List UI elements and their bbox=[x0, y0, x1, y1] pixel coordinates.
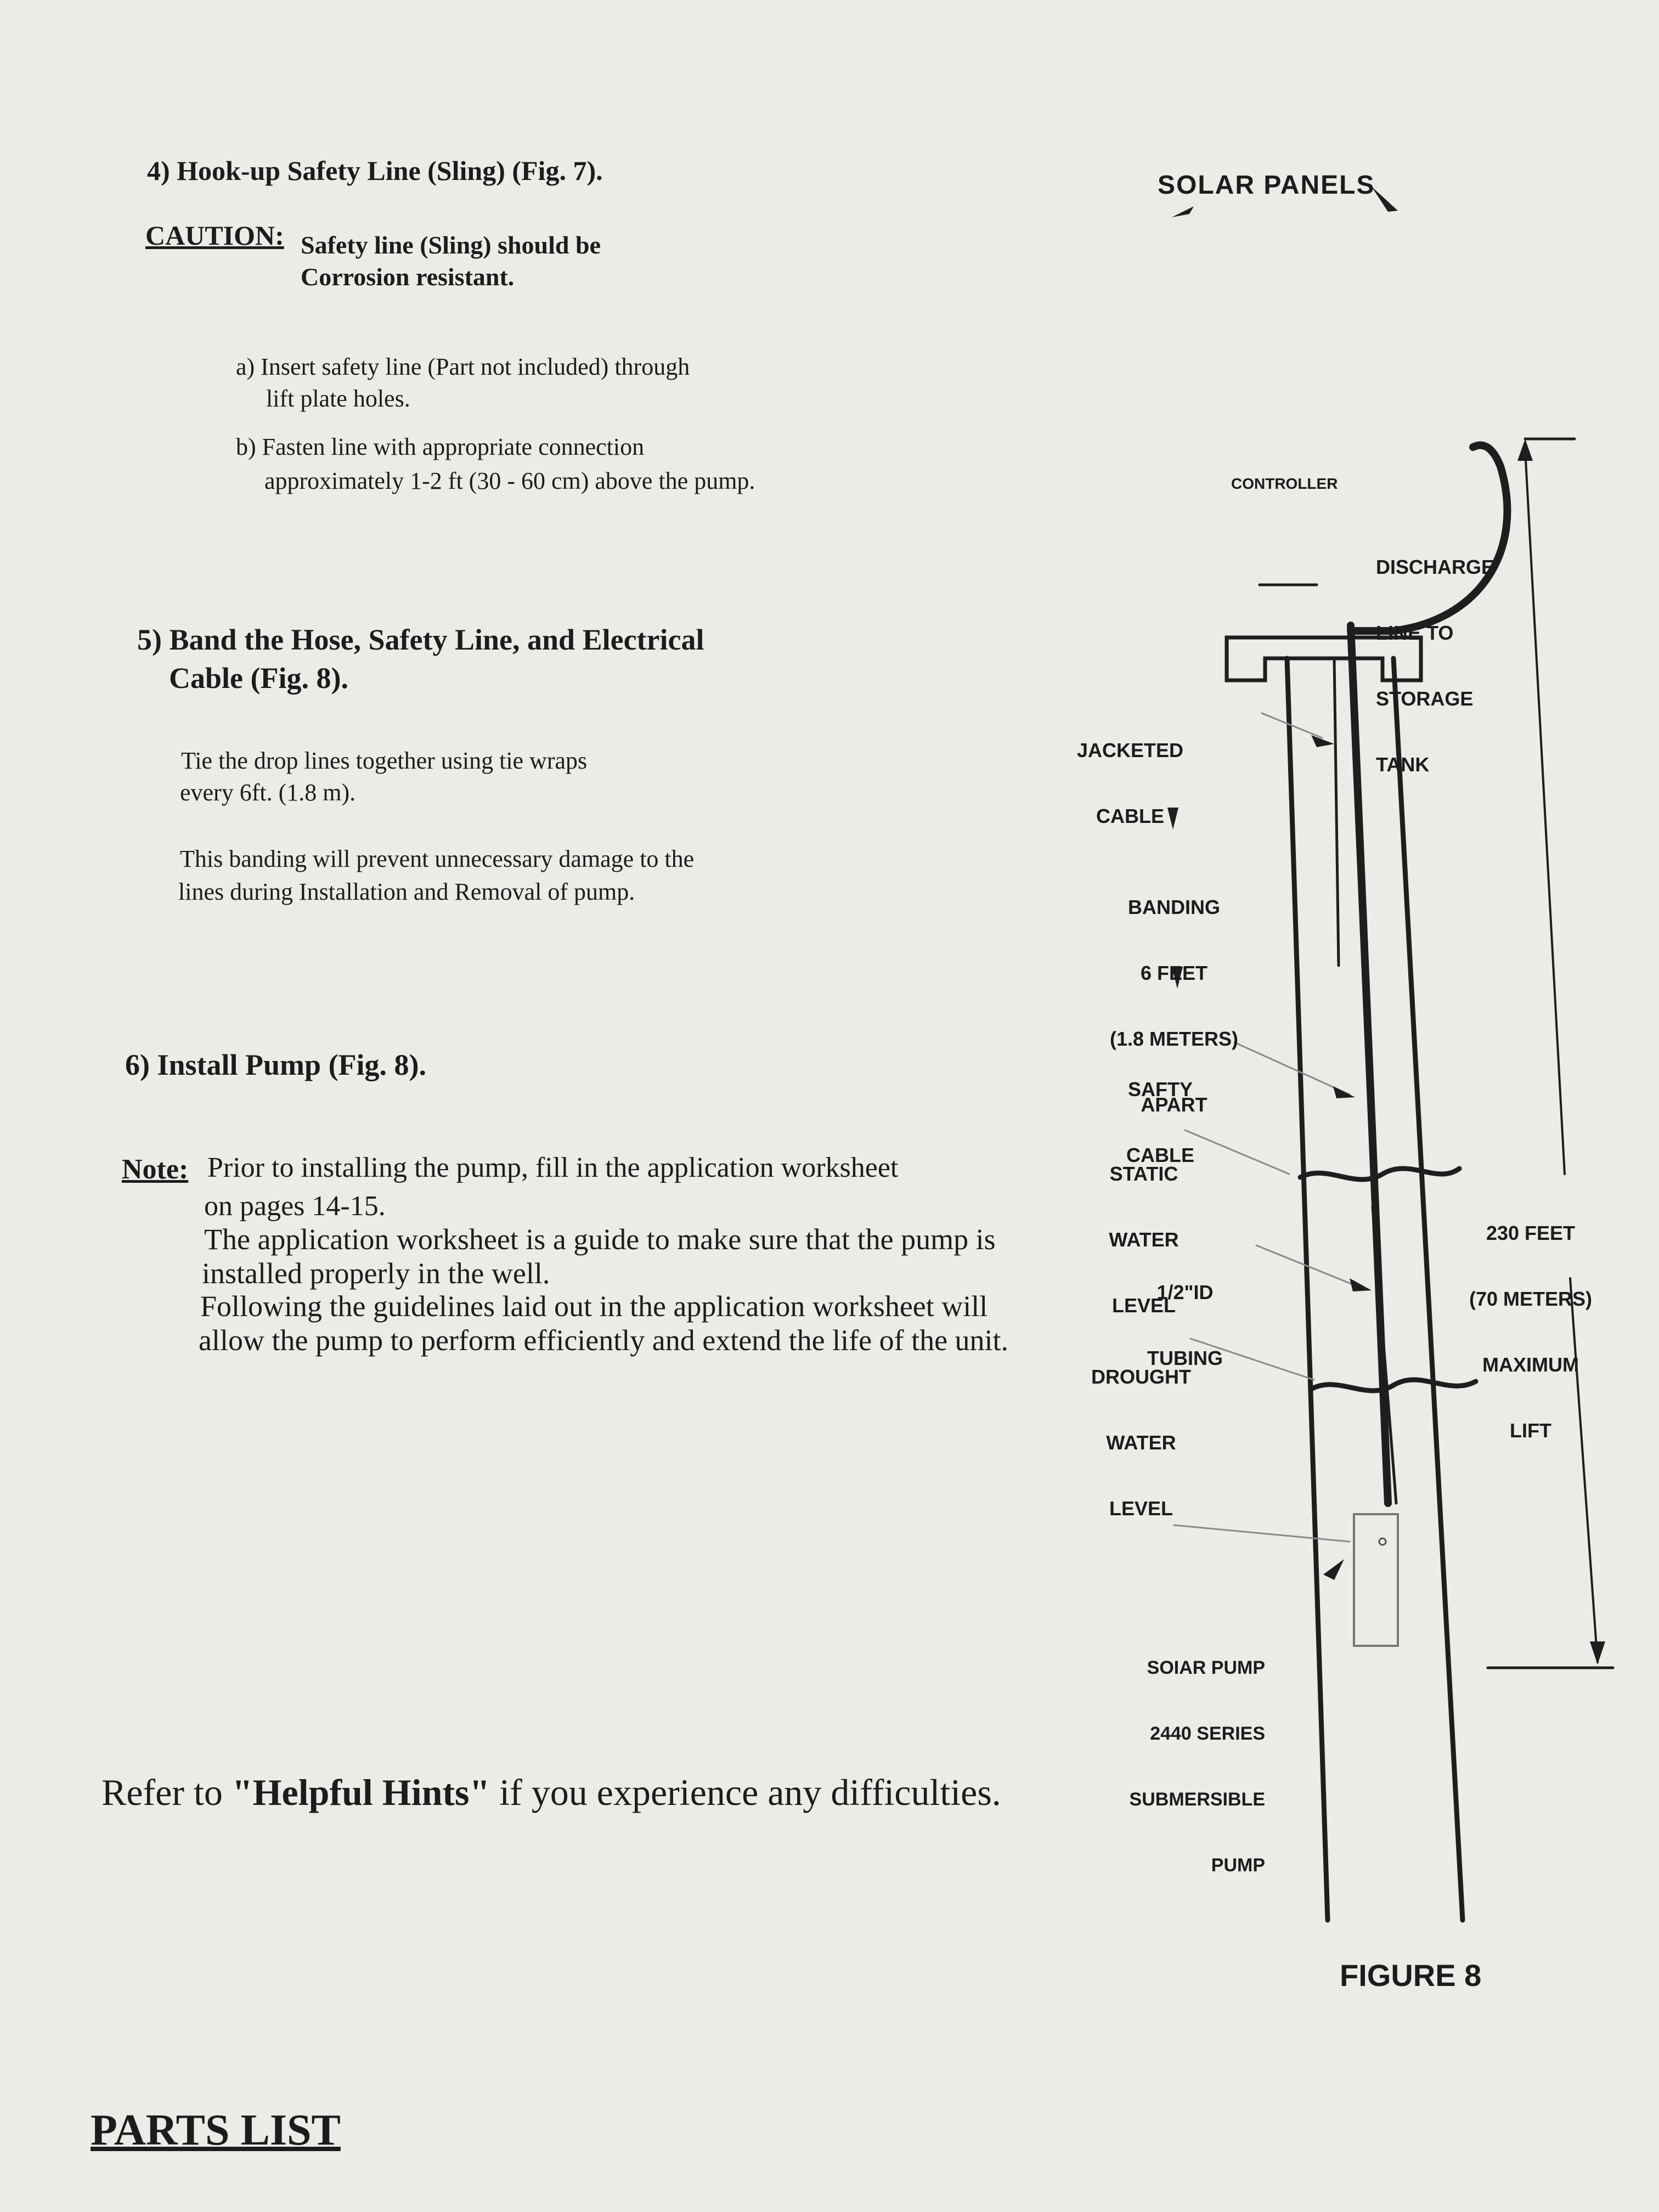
hint-bold: "Helpful Hints" bbox=[232, 1771, 490, 1813]
static-water-level-line bbox=[1297, 1166, 1462, 1182]
jacketed-cable-label: JACKETED CABLE bbox=[1075, 696, 1185, 871]
max-lift-label: 230 FEET (70 METERS) MAXIMUM LIFT bbox=[1459, 1178, 1602, 1486]
pump-label-line2: 2440 SERIES bbox=[1150, 1723, 1265, 1744]
note-label: Note: bbox=[122, 1154, 189, 1185]
drought-water-line3: LEVEL bbox=[1109, 1497, 1173, 1520]
pump-label-line1: SOIAR PUMP bbox=[1147, 1657, 1265, 1678]
drop-pipe bbox=[1347, 622, 1392, 1507]
jacketed-cable-line bbox=[1333, 657, 1340, 967]
controller-label: CONTROLLER bbox=[1231, 475, 1338, 492]
step6-heading: 6) Install Pump (Fig. 8). bbox=[125, 1048, 427, 1081]
note-line5: Following the guidelines laid out in the… bbox=[200, 1290, 988, 1323]
caution-line2: Corrosion resistant. bbox=[301, 263, 515, 291]
note-line6: allow the pump to perform efficiently an… bbox=[199, 1324, 1009, 1357]
banding-arrow-up bbox=[1167, 808, 1178, 830]
pump-label: SOIAR PUMP 2440 SERIES SUBMERSIBLE PUMP bbox=[1079, 1613, 1265, 1920]
pump-dot bbox=[1378, 1537, 1387, 1546]
tubing-line2: TUBING bbox=[1147, 1347, 1223, 1369]
tubing-label: 1/2"ID TUBING bbox=[1130, 1238, 1240, 1413]
pump-label-line3: SUBMERSIBLE bbox=[1129, 1789, 1265, 1810]
step5-p2-line2: lines during Installation and Removal of… bbox=[178, 878, 635, 905]
pump-arrow bbox=[1323, 1559, 1344, 1580]
drought-water-level-line bbox=[1308, 1377, 1479, 1393]
safty-cable-label: SAFTY CABLE bbox=[1108, 1035, 1212, 1210]
step4a-line2: lift plate holes. bbox=[266, 385, 410, 412]
drought-water-line2: WATER bbox=[1106, 1431, 1176, 1454]
helpful-hints-line: Refer to "Helpful Hints" if you experien… bbox=[101, 1771, 1001, 1814]
note-line4: installed properly in the well. bbox=[202, 1257, 550, 1290]
caution-label: CAUTION: bbox=[145, 220, 284, 251]
banding-arrow-down bbox=[1172, 967, 1183, 989]
solar-panels-label: SOLAR PANELS bbox=[1158, 171, 1375, 200]
step5-heading-line2: Cable (Fig. 8). bbox=[169, 662, 348, 695]
well-casing-left bbox=[1284, 656, 1330, 1923]
discharge-label-line3: STORAGE bbox=[1376, 687, 1474, 710]
static-water-label: STATIC WATER LEVEL bbox=[1092, 1119, 1196, 1361]
tubing-line1: 1/2"ID bbox=[1156, 1281, 1214, 1304]
hint-prefix: Refer to bbox=[101, 1771, 232, 1813]
note-line2: on pages 14-15. bbox=[204, 1190, 386, 1222]
max-lift-line4: LIFT bbox=[1510, 1419, 1551, 1442]
lift-dimension-lower bbox=[1569, 1277, 1599, 1663]
jacketed-cable-arrow bbox=[1311, 735, 1334, 747]
jacketed-cable-line2: CABLE bbox=[1096, 805, 1164, 827]
max-lift-line3: MAXIMUM bbox=[1482, 1353, 1579, 1376]
lift-arrow-bottom bbox=[1590, 1641, 1605, 1664]
lift-dimension-upper bbox=[1524, 449, 1566, 1175]
discharge-label-line1: DISCHARGE bbox=[1376, 556, 1495, 578]
drought-water-line1: DROUGHT bbox=[1091, 1365, 1191, 1388]
pump-body bbox=[1353, 1513, 1399, 1647]
safty-cable-arrow bbox=[1333, 1086, 1355, 1098]
discharge-label: DISCHARGE LINE TO STORAGE TANK bbox=[1376, 512, 1494, 820]
hint-suffix: if you experience any difficulties. bbox=[490, 1771, 1001, 1813]
note-line1: Prior to installing the pump, fill in th… bbox=[207, 1152, 899, 1183]
drought-water-label: DROUGHT WATER LEVEL bbox=[1075, 1322, 1207, 1564]
tubing-line bbox=[1371, 1205, 1398, 1505]
max-lift-line2: (70 METERS) bbox=[1469, 1288, 1593, 1310]
max-lift-line1: 230 FEET bbox=[1486, 1222, 1576, 1244]
tubing-arrow bbox=[1350, 1278, 1372, 1291]
banding-line1: BANDING bbox=[1128, 896, 1220, 918]
solar-arrow-left bbox=[1172, 206, 1194, 217]
solar-arrow-right bbox=[1372, 187, 1398, 212]
step4-heading: 4) Hook-up Safety Line (Sling) (Fig. 7). bbox=[147, 155, 603, 186]
note-line3: The application worksheet is a guide to … bbox=[204, 1223, 996, 1256]
step4b-line2: approximately 1-2 ft (30 - 60 cm) above … bbox=[264, 467, 755, 494]
banding-line2: 6 FEET bbox=[1140, 962, 1208, 984]
banding-line4: APART bbox=[1141, 1093, 1207, 1116]
step5-p1-line2: every 6ft. (1.8 m). bbox=[180, 779, 356, 806]
well-head-cap bbox=[1224, 635, 1423, 682]
step5-p2-line1: This banding will prevent unnecessary da… bbox=[180, 845, 695, 872]
banding-label: BANDING 6 FEET (1.8 METERS) APART bbox=[1103, 853, 1245, 1160]
discharge-label-line2: LINE TO bbox=[1376, 622, 1454, 644]
figure-caption: FIGURE 8 bbox=[1340, 1958, 1482, 1993]
safty-cable-line2: CABLE bbox=[1126, 1144, 1194, 1166]
banding-line3: (1.8 METERS) bbox=[1109, 1028, 1239, 1050]
leader-lines bbox=[1173, 712, 1359, 1543]
step5-heading-line1: 5) Band the Hose, Safety Line, and Elect… bbox=[137, 623, 704, 656]
jacketed-cable-line1: JACKETED bbox=[1076, 739, 1184, 761]
caution-line1: Safety line (Sling) should be bbox=[301, 231, 601, 259]
pump-label-line4: PUMP bbox=[1211, 1855, 1265, 1876]
safty-cable-line1: SAFTY bbox=[1127, 1078, 1193, 1101]
well-casing-right bbox=[1391, 656, 1465, 1923]
lift-arrow-top bbox=[1517, 439, 1533, 461]
arrowheads bbox=[1167, 187, 1605, 1664]
static-water-line2: WATER bbox=[1109, 1228, 1179, 1251]
static-water-line1: STATIC bbox=[1109, 1163, 1178, 1185]
static-water-line3: LEVEL bbox=[1111, 1294, 1176, 1317]
step4b-line1: b) Fasten line with appropriate connecti… bbox=[236, 433, 645, 460]
step5-p1-line1: Tie the drop lines together using tie wr… bbox=[181, 747, 588, 774]
discharge-label-line4: TANK bbox=[1376, 753, 1430, 776]
step4a-line1: a) Insert safety line (Part not included… bbox=[236, 353, 690, 380]
parts-list-heading: PARTS LIST bbox=[91, 2106, 341, 2154]
discharge-line bbox=[1347, 441, 1511, 635]
